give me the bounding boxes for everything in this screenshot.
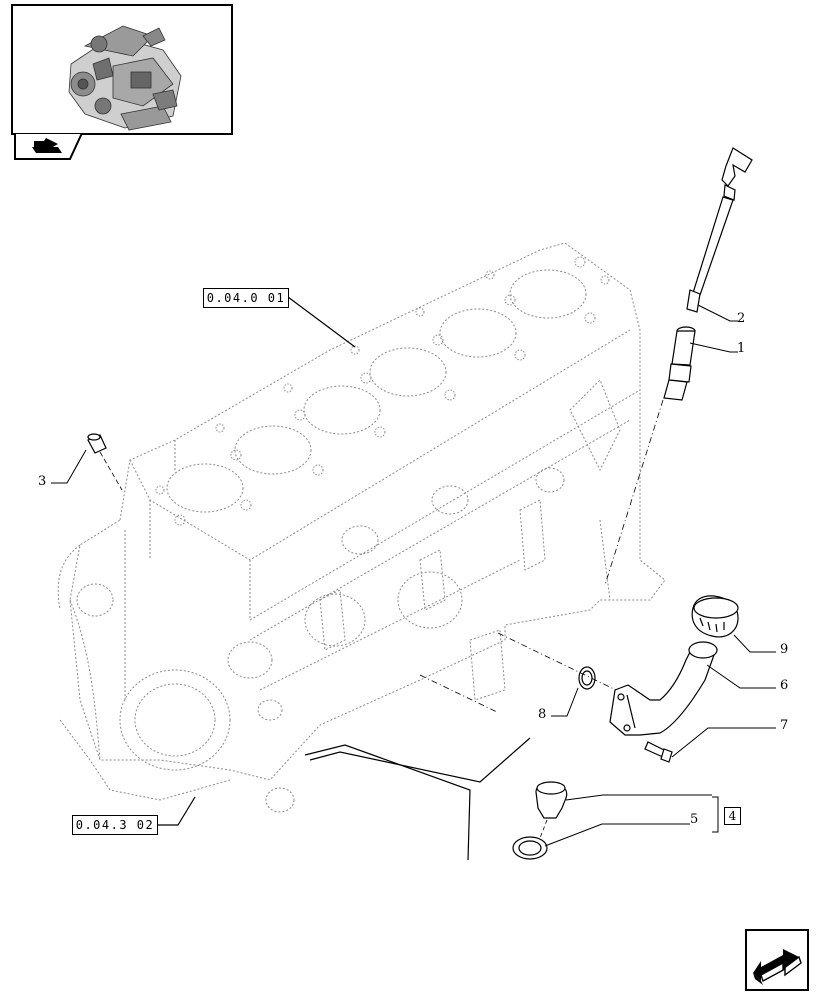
callout-4: 4 — [728, 809, 737, 823]
callout-3: 3 — [38, 474, 47, 489]
gasket — [512, 836, 548, 860]
breather-plug — [535, 781, 568, 819]
folder-arrow-icon — [14, 133, 84, 160]
reference-box-top[interactable]: 0.04.0 01 — [203, 288, 289, 308]
oil-filler-pipe — [609, 641, 718, 736]
callout-8: 8 — [538, 707, 547, 722]
reference-box-bottom[interactable]: 0.04.3 02 — [72, 815, 158, 835]
block-side-details — [59, 379, 621, 813]
engine-block-ghost — [57, 242, 666, 781]
plug — [87, 433, 107, 454]
cylinder-bores — [166, 269, 587, 513]
engine-thumbnail-icon — [68, 25, 182, 131]
engine-thumbnail — [11, 4, 233, 135]
bolt — [644, 741, 673, 763]
callout-2: 2 — [737, 311, 746, 326]
seal-ring — [578, 666, 596, 690]
callout-1: 1 — [737, 341, 746, 356]
next-page-arrow-icon — [753, 949, 802, 985]
callout-5: 5 — [690, 812, 699, 827]
dipstick-tube — [663, 326, 696, 401]
callout-4-box: 4 — [724, 807, 741, 825]
reference-leaders — [157, 296, 531, 861]
head-bolt-holes — [155, 256, 610, 526]
callout-6: 6 — [780, 678, 789, 693]
next-page-button[interactable] — [745, 929, 809, 991]
oil-cap — [691, 595, 739, 638]
callout-leaders — [51, 304, 776, 847]
callout-9: 9 — [780, 642, 789, 657]
callout-7: 7 — [780, 718, 789, 733]
dipstick — [686, 147, 753, 313]
